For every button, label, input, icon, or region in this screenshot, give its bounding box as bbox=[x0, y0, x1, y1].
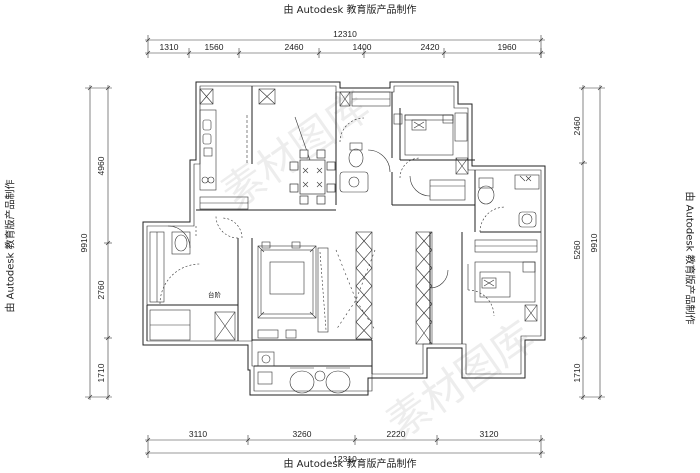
svg-text:素材图库: 素材图库 bbox=[378, 312, 544, 449]
watermark: 素材图库 素材图库 bbox=[213, 82, 544, 449]
svg-text:1400: 1400 bbox=[353, 42, 372, 52]
svg-text:1310: 1310 bbox=[160, 42, 179, 52]
right-total-dimension: 9910 bbox=[589, 233, 599, 252]
top-total-dimension: 12310 bbox=[333, 29, 357, 39]
wardrobes bbox=[149, 231, 433, 345]
bottom-dimension-chain bbox=[145, 435, 545, 458]
right-segment-dimensions: 2460 5260 1710 bbox=[572, 116, 582, 382]
autodesk-stamp-right: 由 Autodesk 教育版产品制作 bbox=[683, 191, 695, 325]
right-dimension-chain bbox=[579, 85, 605, 400]
left-total-dimension: 9910 bbox=[79, 233, 89, 252]
left-dimension-chain bbox=[85, 85, 112, 400]
svg-text:2420: 2420 bbox=[421, 42, 440, 52]
bottom-segment-dimensions: 3110 3260 2220 3120 bbox=[189, 429, 499, 439]
top-segment-dimensions: 1310 1560 2460 1400 2420 1960 bbox=[160, 42, 517, 52]
step-label: 台阶 bbox=[208, 290, 222, 299]
inner-wall-outline bbox=[146, 85, 542, 392]
top-dimension-chain bbox=[145, 35, 545, 58]
svg-text:4960: 4960 bbox=[96, 156, 106, 175]
upper-bathroom bbox=[339, 91, 391, 193]
svg-text:3110: 3110 bbox=[189, 429, 208, 439]
walls bbox=[142, 81, 546, 396]
svg-text:1710: 1710 bbox=[572, 363, 582, 382]
dining-table bbox=[289, 149, 336, 205]
svg-text:5260: 5260 bbox=[572, 240, 582, 259]
bottom-total-dimension: 12310 bbox=[333, 454, 357, 464]
svg-text:1560: 1560 bbox=[205, 42, 224, 52]
left-segment-dimensions: 4960 2760 1710 bbox=[96, 156, 106, 382]
svg-text:2760: 2760 bbox=[96, 280, 106, 299]
autodesk-stamp-left: 由 Autodesk 教育版产品制作 bbox=[5, 179, 17, 313]
svg-text:2220: 2220 bbox=[387, 429, 406, 439]
balcony bbox=[257, 351, 351, 394]
autodesk-stamp-top: 由 Autodesk 教育版产品制作 bbox=[283, 5, 417, 16]
outer-wall bbox=[142, 81, 546, 396]
svg-text:3260: 3260 bbox=[293, 429, 312, 439]
top-bedroom bbox=[393, 112, 469, 201]
svg-text:1710: 1710 bbox=[96, 363, 106, 382]
interior-walls bbox=[146, 86, 541, 374]
living-room bbox=[257, 241, 376, 339]
lower-right-bedroom bbox=[467, 239, 538, 322]
autodesk-stamp-bottom: 由 Autodesk 教育版产品制作 bbox=[283, 459, 417, 470]
svg-text:1960: 1960 bbox=[498, 42, 517, 52]
right-bathroom bbox=[477, 174, 540, 233]
svg-text:2460: 2460 bbox=[285, 42, 304, 52]
svg-text:3120: 3120 bbox=[480, 429, 499, 439]
svg-text:2460: 2460 bbox=[572, 116, 582, 135]
left-room bbox=[149, 217, 243, 341]
door-swings bbox=[167, 175, 449, 289]
